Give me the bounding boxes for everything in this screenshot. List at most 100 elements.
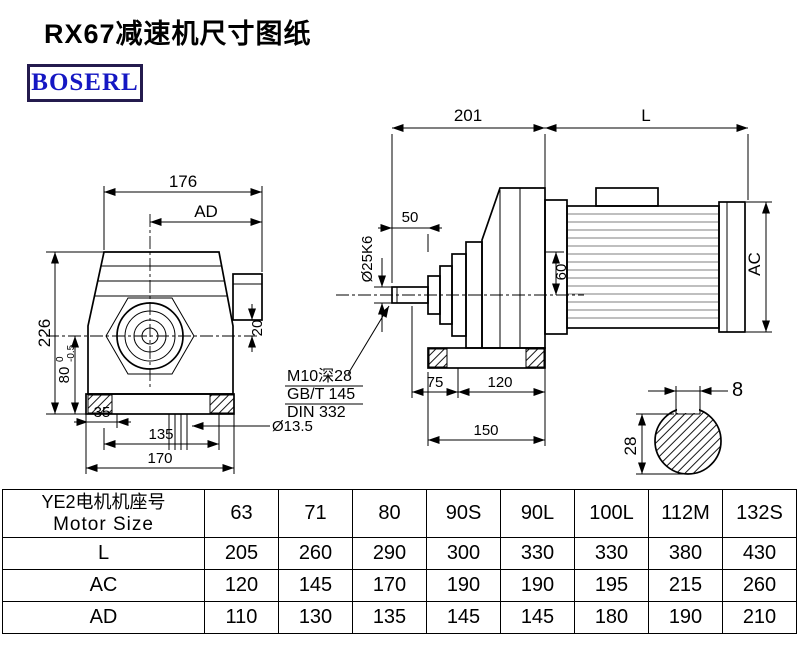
dim-120: 120 [458,336,546,446]
dim-135-label: 135 [148,426,173,443]
motor-size-table: YE2电机机座号 Motor Size 63 71 80 90S 90L 100… [2,489,797,634]
note-m10-label: M10深28 [287,367,352,385]
size-cell: 112M [648,489,723,538]
dim-176: 176 [103,172,263,272]
dim-35: 35 [74,404,131,428]
row-label-AC: AC [2,569,205,602]
value-cell: 330 [574,537,649,570]
dim-135: 135 [103,414,220,450]
value-cell: 120 [204,569,279,602]
table-row-L: L 205 260 290 300 330 330 380 430 [2,537,797,570]
dim-201-label: 201 [454,106,482,125]
value-cell: 260 [722,569,797,602]
table-row-AD: AD 110 130 135 145 145 180 190 210 [2,601,797,634]
dim-key-width: 8 [648,379,743,401]
size-cell: 100L [574,489,649,538]
row-label-L: L [2,537,205,570]
motor-size-header-cn: YE2电机机座号 [41,492,166,512]
size-cell: 63 [204,489,279,538]
motor-size-header-en: Motor Size [53,514,154,535]
boserl-logo: BOSERL [27,64,143,102]
page-title: RX67减速机尺寸图纸 [44,19,312,49]
dim-80-tol-upper: 0 [55,356,66,362]
dim-226: 226 [35,251,104,415]
dim-201: 201 [391,106,546,283]
dim-60-label: 60 [553,264,570,281]
note-din-label: DIN 332 [287,404,346,421]
value-cell: 180 [574,601,649,634]
output-boss [232,273,263,321]
dim-60: 60 [545,251,570,295]
dim-L: L [545,106,749,200]
value-cell: 215 [648,569,723,602]
shaft-section-view: 8 28 [621,379,743,475]
dim-AC-label: AC [745,252,764,276]
foot-hatch-left [87,394,113,414]
tapped-hole-note: M10深28 GB/T 145 DIN 332 [285,305,390,421]
value-cell: 110 [204,601,279,634]
dim-75: 75 [411,306,459,398]
dim-35-label: 35 [94,404,111,421]
shaft-callout: Ø25K6 [359,236,392,332]
value-cell: 170 [352,569,427,602]
value-cell: 145 [278,569,353,602]
dim-50: 50 [378,209,442,252]
value-cell: 290 [352,537,427,570]
gearmotor-outline [336,187,746,369]
foot-hatch-rear [525,348,545,368]
dim-20: 20 [246,304,266,352]
dim-28-label: 28 [621,437,640,456]
dim-170: 170 [85,414,235,474]
dim-20-label: 20 [249,320,266,337]
table-row-AC: AC 120 145 170 190 190 195 215 260 [2,569,797,602]
fan-cover [718,201,746,333]
dim-L-label: L [641,106,650,125]
side-view: 201 L 50 Ø25K6 [285,106,772,446]
value-cell: 330 [500,537,575,570]
terminal-box [595,187,659,207]
value-cell: 190 [500,569,575,602]
dim-176-label: 176 [169,172,197,191]
dim-80-label: 80 [56,367,73,384]
dim-8-label: 8 [732,379,743,401]
motor-size-header-cell: YE2电机机座号 Motor Size [2,489,205,538]
value-cell: 205 [204,537,279,570]
value-cell: 260 [278,537,353,570]
value-cell: 145 [500,601,575,634]
size-cell: 90S [426,489,501,538]
dimension-drawing: 176 AD 226 80 0 -0.5 [35,106,772,475]
boserl-logo-text: BOSERL [31,69,139,96]
value-cell: 130 [278,601,353,634]
shaft-callout-label: Ø25K6 [359,236,376,283]
gearbox-body [481,187,546,349]
row-label-AD: AD [2,601,205,634]
value-cell: 210 [722,601,797,634]
value-cell: 300 [426,537,501,570]
value-cell: 190 [426,569,501,602]
value-cell: 190 [648,601,723,634]
value-cell: 430 [722,537,797,570]
dim-AC: AC [745,201,772,333]
dim-226-label: 226 [35,319,54,347]
size-cell: 71 [278,489,353,538]
value-cell: 135 [352,601,427,634]
note-gbt-label: GB/T 145 [287,386,355,403]
dim-150: 150 [427,372,545,446]
shaft-section-circle [654,407,722,475]
size-cell: 80 [352,489,427,538]
dim-80: 80 0 -0.5 [55,336,79,414]
dim-150-label: 150 [473,422,498,439]
value-cell: 380 [648,537,723,570]
value-cell: 195 [574,569,649,602]
size-cell: 132S [722,489,797,538]
hole-callout-label: Ø13.5 [272,418,313,435]
front-view: 176 AD 226 80 0 -0.5 [35,172,313,474]
dim-170-label: 170 [147,450,172,467]
hole-callout: Ø13.5 [192,418,313,435]
value-cell: 145 [426,601,501,634]
dim-ad-label: AD [194,202,218,221]
foot-hatch-right [209,394,235,414]
dim-75-label: 75 [427,374,444,391]
dim-120-label: 120 [487,374,512,391]
